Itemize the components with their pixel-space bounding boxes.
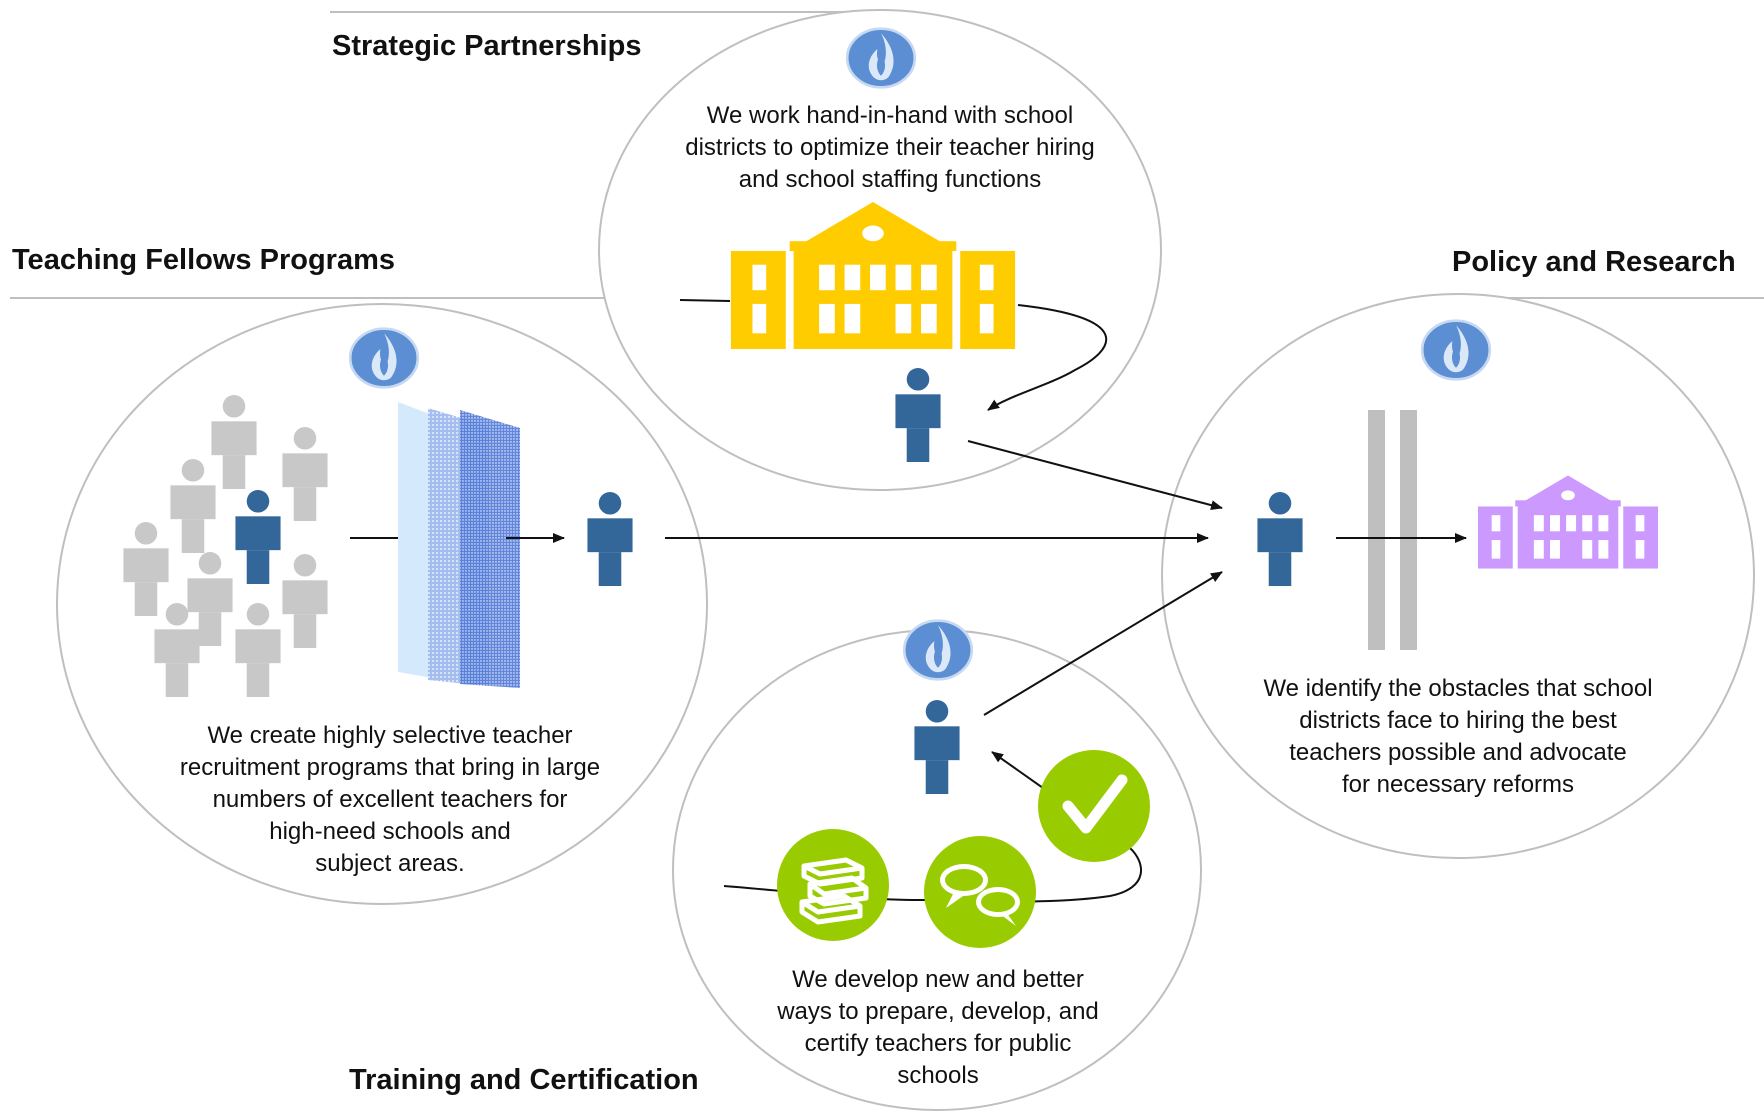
strategic-heading: Strategic Partnerships bbox=[332, 30, 642, 62]
books-icon bbox=[777, 829, 889, 941]
fellows-description-line: numbers of excellent teachers for bbox=[212, 786, 568, 813]
training-to-policy-arrow bbox=[983, 571, 1223, 716]
fellows-heading: Teaching Fellows Programs bbox=[12, 244, 396, 276]
fellows-description: We create highly selective teacher recru… bbox=[140, 720, 640, 880]
flame-logo-icon bbox=[845, 27, 917, 89]
strategic-description-line: We work hand-in-hand with school bbox=[706, 102, 1074, 129]
barrier-bars-icon bbox=[1368, 410, 1417, 650]
hiring-curve-arrow bbox=[987, 304, 1108, 411]
speech-bubbles-icon bbox=[924, 836, 1036, 948]
strategic-description-line: and school staffing functions bbox=[738, 166, 1042, 193]
strategic-to-policy-arrow bbox=[967, 440, 1223, 511]
policy-description-line: We identify the obstacles that school bbox=[1263, 675, 1653, 702]
fellows-description-line: high-need schools and bbox=[269, 818, 511, 845]
filter-screen-icon bbox=[398, 402, 520, 688]
training-description-line: ways to prepare, develop, and bbox=[777, 998, 1099, 1025]
training-description-line: certify teachers for public bbox=[804, 1030, 1072, 1057]
fellows-description-line: subject areas. bbox=[315, 850, 465, 877]
training-description-line: We develop new and better bbox=[792, 966, 1084, 993]
flame-logo-icon bbox=[348, 327, 420, 389]
policy-description-line: districts face to hiring the best bbox=[1299, 707, 1617, 734]
flame-logo-icon bbox=[1420, 319, 1492, 381]
policy-description-line: teachers possible and advocate bbox=[1289, 739, 1627, 766]
fellows-description-line: We create highly selective teacher bbox=[207, 722, 573, 749]
fellows-description-line: recruitment programs that bring in large bbox=[179, 754, 601, 781]
policy-description: We identify the obstacles that school di… bbox=[1218, 673, 1698, 801]
strategic-description: We work hand-in-hand with school distric… bbox=[620, 100, 1160, 196]
training-heading: Training and Certification bbox=[349, 1064, 699, 1096]
training-description-line: schools bbox=[897, 1062, 979, 1089]
flame-logo-icon bbox=[902, 619, 974, 681]
checkmark-icon bbox=[1038, 750, 1150, 862]
strategic-description-line: districts to optimize their teacher hiri… bbox=[685, 134, 1095, 161]
training-description: We develop new and better ways to prepar… bbox=[738, 964, 1138, 1092]
policy-circle bbox=[1161, 293, 1755, 859]
policy-description-line: for necessary reforms bbox=[1341, 771, 1575, 798]
school-input-line bbox=[679, 299, 731, 302]
policy-heading: Policy and Research bbox=[1452, 246, 1736, 278]
